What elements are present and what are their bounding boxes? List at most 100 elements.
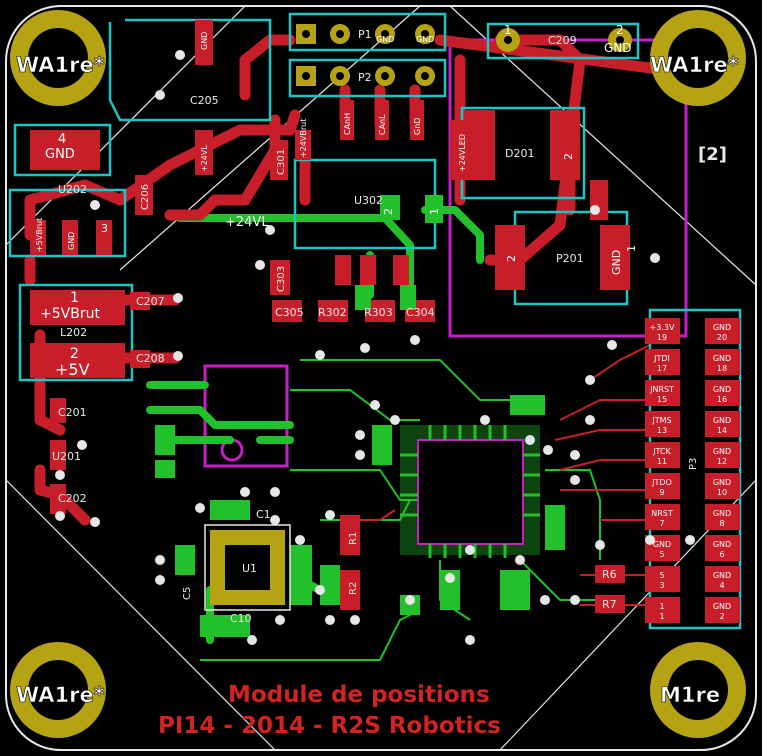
ref-u1: U1 [242,562,257,575]
p3-pin-11: JTCK [652,447,671,456]
p3-num-6: 6 [719,550,724,559]
ref-c201: C201 [58,406,87,419]
p3-num-19: 19 [657,333,667,342]
ref-r302: R302 [318,306,347,319]
p3-num-16: 16 [717,395,727,404]
ref-c303: C303 [276,266,287,292]
header-pads [296,24,632,86]
ref-r6: R6 [602,568,617,581]
pad-p1-gnd2: GND [416,35,434,44]
p3-pin-14: GND [713,416,731,425]
ref-u302: U302 [354,194,383,207]
p3-pin-7: NRST [651,509,673,518]
pad-p201-1-num: 1 [625,245,638,252]
ref-c202: C202 [58,492,87,505]
pad-d201-2: 2 [562,153,575,160]
pad-p201-2: 2 [505,255,518,262]
ref-c208: C208 [136,352,165,365]
ref-l202: L202 [60,326,87,339]
ref-p3: P3 [688,458,699,470]
ref-c10: C10 [230,612,252,625]
pad-c209-2-label: GND [604,41,632,55]
p3-num-7: 7 [659,519,664,528]
ref-c1: C1 [256,508,271,521]
mounting-holes [10,10,746,738]
pad-l202-2-label: +5V [55,360,90,379]
p3-pin-15: JNRST [649,385,674,394]
pad-gnd4-num: 4 [58,132,66,147]
hole-label-tl: WA1re* [16,53,105,77]
p3-num-15: 15 [657,395,667,404]
pad-u202-2: GND [67,232,76,250]
p3-num-14: 14 [717,426,727,435]
ref-p1: P1 [358,28,372,41]
pad-p2-canh: CAnH [343,113,352,135]
p3-num-2: 2 [719,612,724,621]
pad-u302-1: 1 [428,208,441,215]
ref-c209: C209 [548,34,577,47]
p3-pin-2: GND [713,602,731,611]
p3-num-5: 5 [659,550,664,559]
p3-pin-16: GND [713,385,731,394]
pad-d201-24vled: +24VLED [458,134,467,172]
p3-pin-13: JTMS [651,416,671,425]
ref-c305: C305 [275,306,304,319]
p3-pin-10: GND [713,478,731,487]
ref-p2: P2 [358,71,372,84]
p3-num-8: 8 [719,519,724,528]
ref-c205: C205 [190,94,219,107]
red-pads [30,20,630,613]
p3-pin-1: 1 [659,602,664,611]
p3-pin-9: JTDO [651,478,672,487]
pad-c209-1: 1 [504,23,512,37]
pad-u302-2: 2 [382,208,395,215]
mcu-package [400,425,540,558]
pad-p2-24v: +24VBrut [299,119,308,158]
hole-label-br: M1re [660,683,720,707]
p3-pin-8: GND [713,509,731,518]
p3-num-9: 9 [659,488,664,497]
pad-l202-2-num: 2 [70,346,79,362]
p3-num-13: 13 [657,426,667,435]
board-title-line1: Module de positions [228,682,490,708]
pad-u202-3: 3 [101,222,108,235]
net-label-24vl: +24VL [225,215,269,230]
p3-num-17: 17 [657,364,667,373]
p3-num-20: 20 [717,333,727,342]
pad-c205-gnd: GND [200,32,209,50]
p3-num-18: 18 [717,364,727,373]
pad-l202-1-num: 1 [70,290,79,306]
p3-left-labels: +3.3V JTDI JNRST JTMS JTCK JTDO NRST GND… [649,323,675,621]
vias [55,50,695,645]
ref-d201: D201 [505,147,534,160]
hole-label-bl: WA1re* [16,683,105,707]
pad-p2-canl: CAnL [378,114,387,135]
ref-u202: U202 [58,183,87,196]
p3-pin-5: GND [653,540,671,549]
ref-c207: C207 [136,295,165,308]
p3-pin-4: GND [713,571,731,580]
pad-gnd4-label: GND [45,147,75,162]
ref-u201: U201 [52,450,81,463]
ref-c304: C304 [406,306,435,319]
ref-c301: C301 [276,149,287,175]
ref-r303: R303 [364,306,393,319]
p3-num-11: 11 [657,457,667,466]
pad-p1-gnd1: GND [376,35,394,44]
p3-num-10: 10 [717,488,727,497]
ref-c206: C206 [140,184,151,210]
u1-package [204,524,291,611]
p3-pin-6: GND [713,540,731,549]
p3-num-3: 3 [659,581,664,590]
sheet-marker: [2] [698,144,727,165]
pad-p201-1-label: GND [610,250,623,275]
pad-p2-gnd: GnD [413,118,422,135]
ref-r1: R1 [348,532,359,545]
ref-c5: C5 [182,587,193,600]
p3-pads [645,318,740,623]
p3-right-labels: GND GND GND GND GND GND GND GND GND GND … [713,323,731,621]
ref-r2: R2 [348,582,359,595]
board-title-line2: PI14 - 2014 - R2S Robotics [158,713,501,739]
